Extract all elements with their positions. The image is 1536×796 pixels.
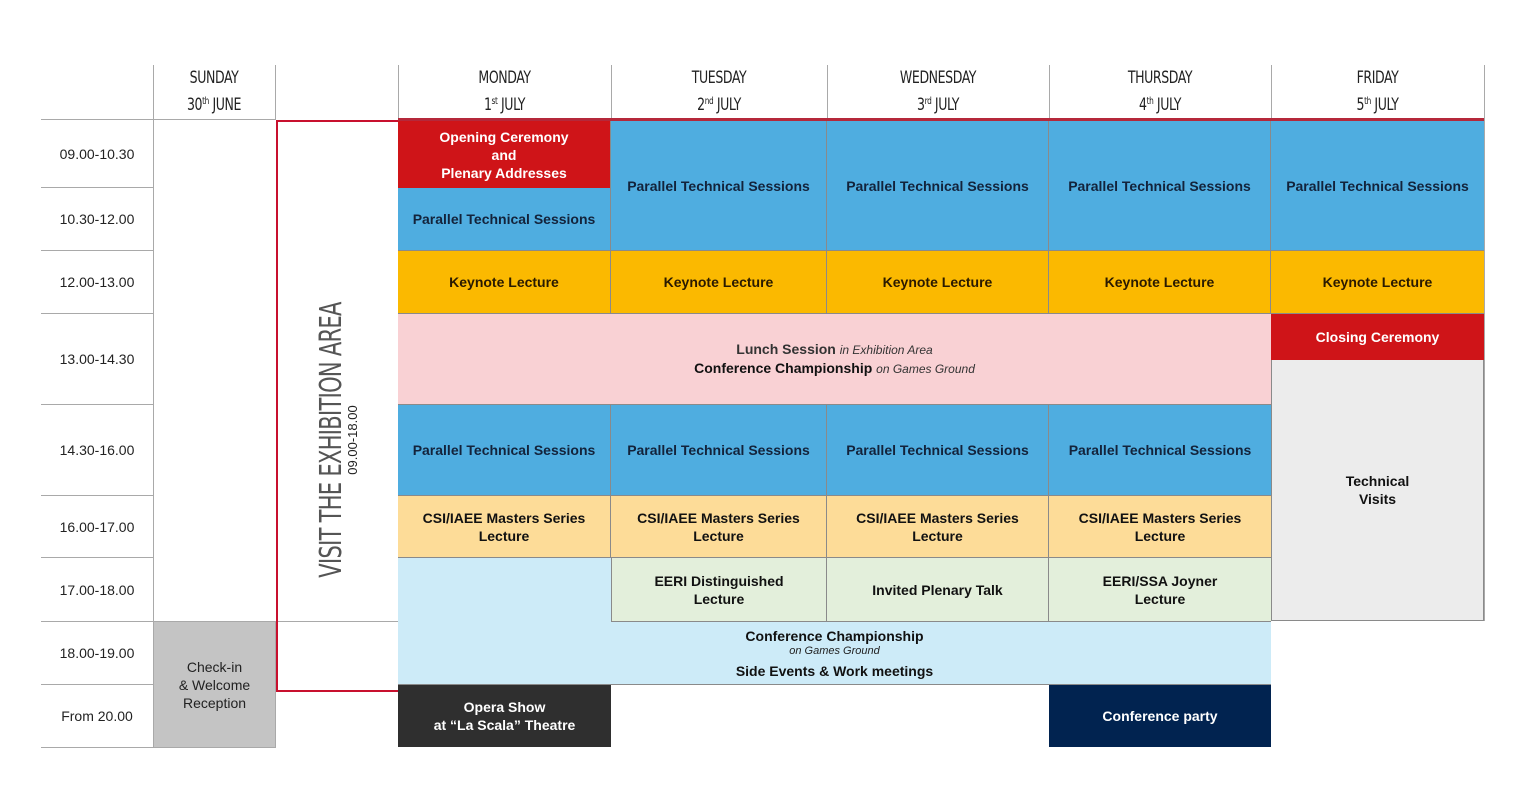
parallel-sessions-thursday-pm: Parallel Technical Sessions [1049,405,1271,496]
grid-line [41,250,153,251]
time-slot: 18.00-19.00 [59,645,135,661]
grid-line [41,187,153,188]
checkin-welcome-reception: Check-in & Welcome Reception [154,622,275,747]
parallel-sessions-tuesday-pm: Parallel Technical Sessions [611,405,827,496]
grid-line [41,119,276,120]
keynote-monday: Keynote Lecture [398,251,611,314]
technical-visits: Technical Visits [1271,360,1484,621]
exhibition-area-label: VISIT THE EXHIBITION AREA 09.00-18.00 [314,302,360,578]
keynote-friday: Keynote Lecture [1271,251,1484,314]
evening-events-label: Conference Championship on Games Ground … [735,628,934,679]
keynote-tuesday: Keynote Lecture [611,251,827,314]
keynote-wednesday: Keynote Lecture [827,251,1049,314]
grid-line [275,621,276,747]
parallel-sessions-tuesday-am: Parallel Technical Sessions [611,121,827,251]
conference-party: Conference party [1049,685,1271,747]
grid-line [275,65,276,120]
parallel-sessions-wednesday-am: Parallel Technical Sessions [827,121,1049,251]
parallel-sessions-monday-am: Parallel Technical Sessions [398,188,611,251]
exhibition-area-frame [276,120,398,692]
grid-line [41,313,153,314]
keynote-thursday: Keynote Lecture [1049,251,1271,314]
grid-line [611,65,612,120]
grid-line [1271,65,1272,120]
opening-ceremony: Opening Ceremony and Plenary Addresses [398,121,611,188]
parallel-sessions-wednesday-pm: Parallel Technical Sessions [827,405,1049,496]
grid-line [1049,65,1050,120]
parallel-sessions-monday-pm: Parallel Technical Sessions [398,405,611,496]
header-divider [398,118,1484,121]
grid-line [153,65,154,747]
parallel-sessions-friday-am: Parallel Technical Sessions [1271,121,1484,251]
grid-line [1484,65,1485,621]
grid-line [41,557,153,558]
grid-line [41,621,398,622]
time-slot: From 20.00 [61,708,133,724]
lunch-session: Lunch Session in Exhibition Area Confere… [398,314,1271,405]
grid-line [41,404,153,405]
grid-line [41,684,153,685]
time-slot: 13.00-14.30 [59,351,135,367]
time-slot: 14.30-16.00 [59,442,135,458]
time-slot: 10.30-12.00 [59,211,135,227]
invited-plenary-talk: Invited Plenary Talk [827,558,1049,622]
parallel-sessions-thursday-am: Parallel Technical Sessions [1049,121,1271,251]
grid-line [827,65,828,120]
time-slot: 16.00-17.00 [59,518,135,535]
time-slot: 12.00-13.00 [59,274,135,290]
closing-ceremony: Closing Ceremony [1271,314,1484,360]
grid-line [41,747,276,748]
grid-line [398,65,399,120]
time-slot: 09.00-10.30 [59,145,135,162]
time-slot: 17.00-18.00 [59,581,135,598]
grid-line [41,495,153,496]
